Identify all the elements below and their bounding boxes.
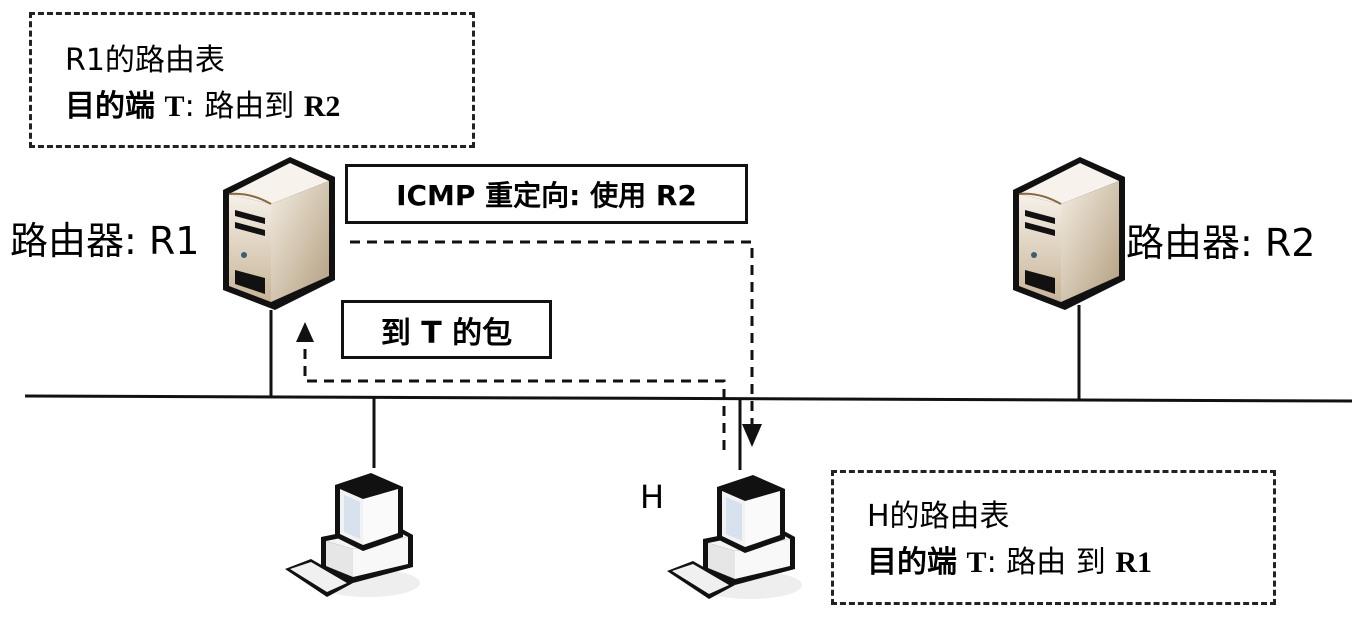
- icmp-redirect-text: ICMP 重定向: 使用 R2: [396, 179, 697, 212]
- host-h-label: H: [640, 478, 665, 516]
- r1-sep: :: [184, 89, 195, 124]
- r1-dest-label: 目的端: [65, 89, 155, 124]
- h-next-hop: R1: [1115, 546, 1152, 579]
- icmp-redirect-message: ICMP 重定向: 使用 R2: [345, 164, 748, 224]
- network-bus: [24, 394, 1353, 403]
- h-table-entry: 目的端 T: 路由 到 R1: [867, 543, 1152, 583]
- h-dest: T: [966, 546, 987, 579]
- r1-route-text: 路由到: [204, 89, 295, 124]
- r1-next-hop: R2: [303, 90, 341, 123]
- router-r1-label: 路由器: R1: [10, 219, 200, 263]
- left-host-computer-icon: [285, 473, 420, 597]
- r1-table-title: R1的路由表: [65, 43, 225, 78]
- h-routing-table: H的路由表 目的端 T: 路由 到 R1: [831, 470, 1276, 605]
- packet-to-t-text: 到 T 的包: [380, 315, 513, 351]
- packet-path-arrow: [303, 342, 726, 450]
- router-r1-server-icon: [223, 157, 335, 310]
- h-route-text: 路由 到: [1006, 545, 1106, 580]
- redirect-arrowhead: [742, 424, 762, 447]
- r1-table-entry: 目的端 T: 路由到 R2: [65, 87, 340, 127]
- r1-routing-table: R1的路由表 目的端 T: 路由到 R2: [29, 12, 475, 148]
- router-r2-server-icon: [1013, 157, 1125, 310]
- h-table-title: H的路由表: [867, 499, 1010, 534]
- host-h-computer-icon: [667, 475, 802, 599]
- packet-arrowhead: [296, 322, 314, 342]
- packet-to-t-message: 到 T 的包: [341, 300, 552, 359]
- h-dest-label: 目的端: [867, 545, 957, 580]
- r1-dest: T: [164, 90, 185, 123]
- h-sep: :: [986, 545, 997, 580]
- router-r2-label: 路由器: R2: [1126, 221, 1316, 265]
